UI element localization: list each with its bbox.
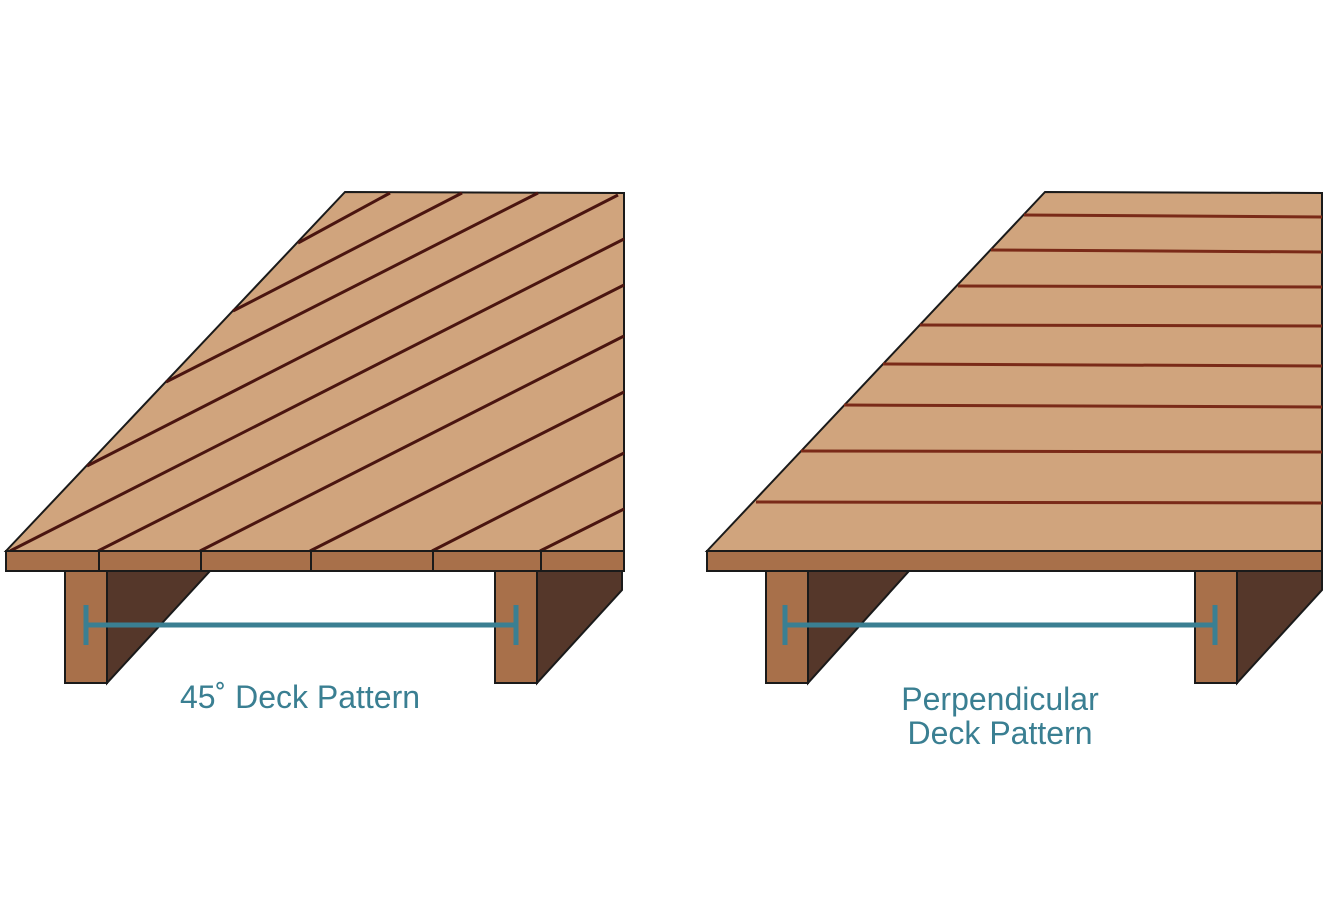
perpendicular-deck bbox=[704, 190, 1323, 686]
perpendicular-seam bbox=[843, 403, 1323, 409]
perpendicular-seam bbox=[957, 284, 1323, 289]
diagonal-seam bbox=[539, 507, 625, 553]
diagonal-seam bbox=[199, 334, 625, 553]
fascia-joints bbox=[98, 551, 542, 571]
diagonal-deck-caption: 45˚ Deck Pattern bbox=[60, 680, 540, 714]
perpendicular-deck-fascia bbox=[706, 550, 1323, 572]
diagonal-seam bbox=[86, 193, 619, 468]
diagonal-deck-fascia bbox=[5, 550, 625, 572]
perpendicular-deck-surface bbox=[704, 190, 1323, 552]
perpendicular-board-seams bbox=[755, 213, 1323, 505]
diagonal-seam bbox=[431, 451, 625, 553]
perpendicular-seam bbox=[882, 362, 1323, 368]
left-post-b-side bbox=[536, 570, 623, 686]
perpendicular-seam bbox=[1023, 213, 1323, 219]
perpendicular-seam bbox=[919, 323, 1323, 328]
diagonal-seam bbox=[165, 191, 539, 384]
caption-line: Deck Pattern bbox=[907, 715, 1093, 751]
diagonal-seam bbox=[9, 237, 625, 553]
diagonal-span-measure bbox=[83, 605, 519, 645]
perpendicular-seam bbox=[755, 500, 1323, 505]
caption-line: Perpendicular bbox=[901, 681, 1099, 717]
diagonal-board-seams bbox=[9, 191, 625, 553]
perpendicular-deck-caption: Perpendicular Deck Pattern bbox=[760, 682, 1240, 750]
diagonal-seam bbox=[232, 191, 463, 313]
diagonal-seam bbox=[97, 283, 625, 553]
diagonal-deck-surface bbox=[3, 190, 625, 552]
right-post-b-side bbox=[1236, 570, 1323, 686]
diagonal-seam bbox=[297, 191, 391, 245]
diagonal-seam bbox=[309, 390, 625, 553]
perpendicular-seam bbox=[800, 449, 1323, 454]
perpendicular-seam bbox=[990, 248, 1323, 254]
caption-line: 45˚ Deck Pattern bbox=[179, 679, 421, 715]
diagonal-deck bbox=[3, 190, 625, 686]
perpendicular-span-measure bbox=[782, 605, 1218, 645]
